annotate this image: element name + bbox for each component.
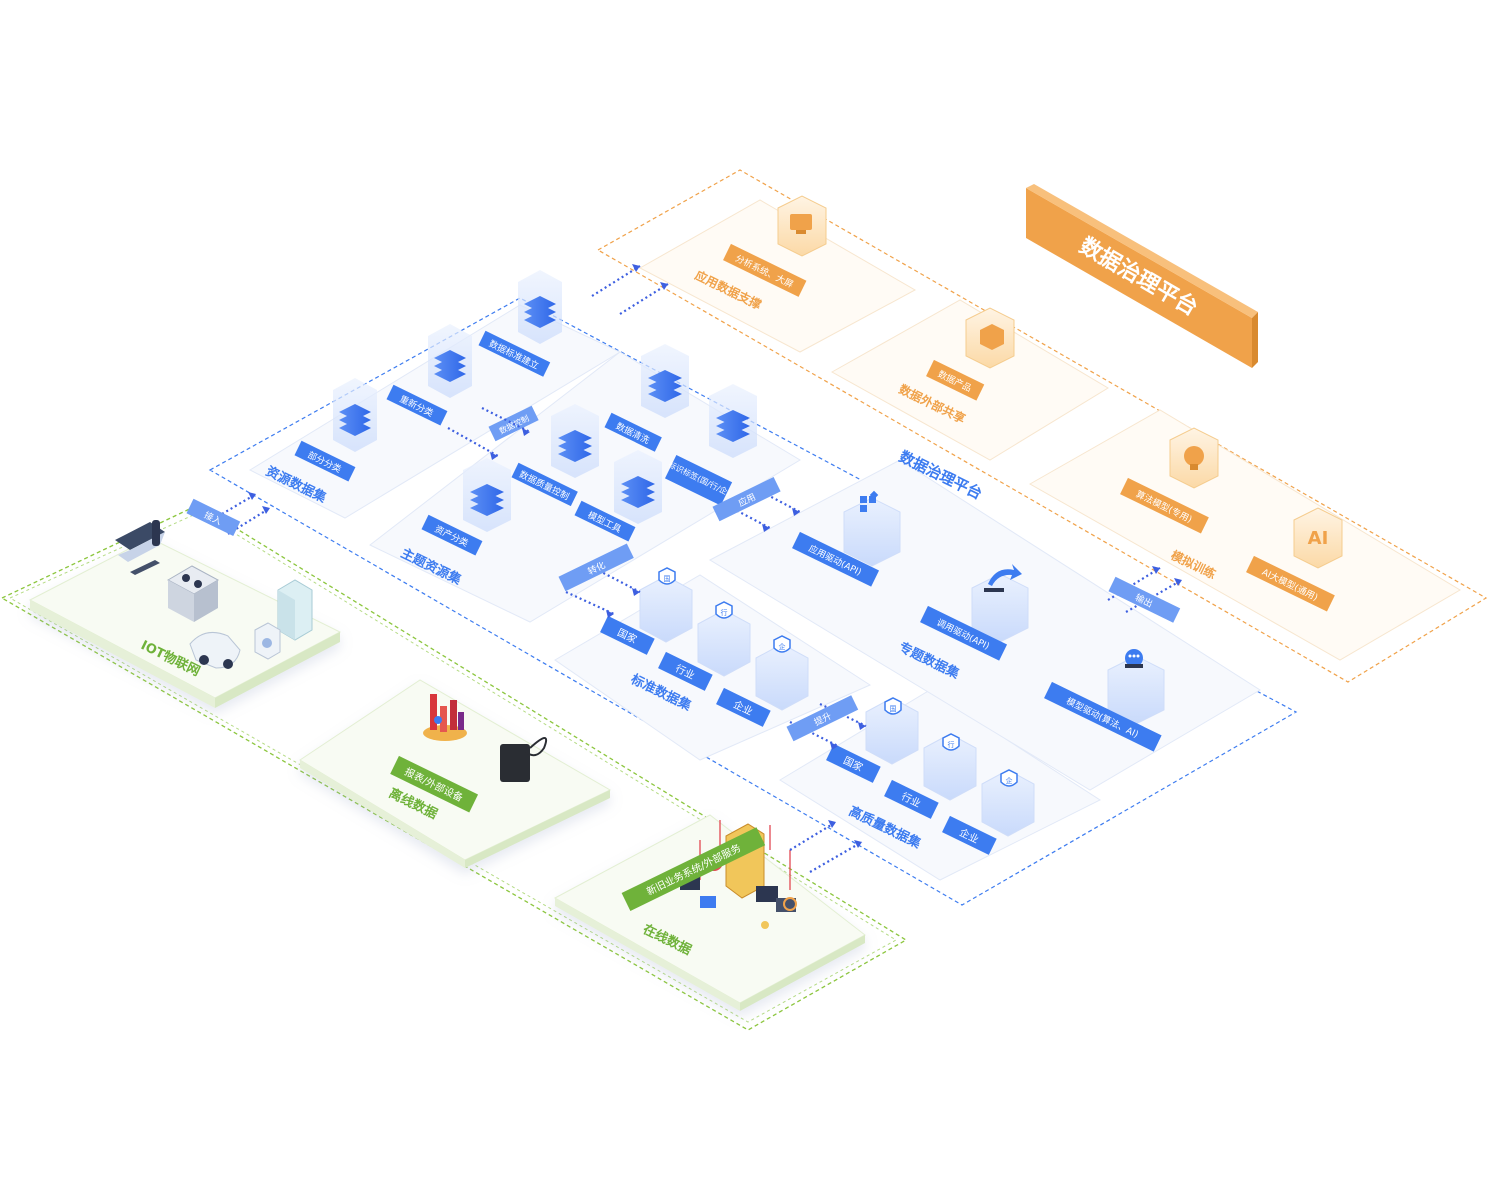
shield-icon: 国 xyxy=(884,697,902,715)
standard-cube-2 xyxy=(697,609,751,677)
training-cube-2 xyxy=(1293,507,1343,569)
hq-tag-1 xyxy=(826,743,881,783)
standard-tag-3 xyxy=(716,687,771,727)
resource-stack-1 xyxy=(333,378,377,452)
bar-chart-illustration xyxy=(423,694,467,741)
sharing-tag xyxy=(926,359,985,401)
shield-icon: 国 xyxy=(658,567,676,585)
offline-tag xyxy=(390,755,479,813)
resource-tag-2 xyxy=(386,384,448,426)
resource-tag-1 xyxy=(294,440,356,482)
topic-tag-2 xyxy=(511,462,578,507)
product-icon xyxy=(980,324,1004,350)
training-tag-2 xyxy=(1246,555,1335,612)
svg-text:企: 企 xyxy=(779,642,786,651)
model-brain-icon xyxy=(1125,649,1143,668)
standard-tag-2 xyxy=(658,651,713,691)
resource-stack-2 xyxy=(428,324,472,398)
shield-icon: 企 xyxy=(773,635,791,653)
standard-tag-1 xyxy=(600,615,655,655)
ai-icon: AI xyxy=(1308,528,1329,549)
svg-text:企: 企 xyxy=(1006,776,1013,785)
resource-tag-3 xyxy=(478,330,551,377)
apps-icon xyxy=(860,490,879,512)
connector-apply xyxy=(712,477,781,522)
title-banner: 数据治理平台 xyxy=(1026,184,1258,368)
source-area: IOT物联网 报表/外部设备 离线数据 xyxy=(0,504,908,1031)
online-tag xyxy=(621,827,766,911)
topic-stack-3 xyxy=(709,384,757,458)
shield-icon: 行 xyxy=(942,733,960,751)
offline-plate xyxy=(299,679,612,868)
resource-stack-3 xyxy=(518,270,562,344)
special-tag-2 xyxy=(920,605,1008,661)
connector-output xyxy=(1108,576,1181,623)
hq-tag-2 xyxy=(884,779,939,819)
connector-refine xyxy=(786,695,859,742)
svg-text:国: 国 xyxy=(890,705,897,713)
algorithm-icon xyxy=(1184,446,1204,470)
special-cube-1 xyxy=(843,497,901,567)
svg-text:行: 行 xyxy=(948,740,955,749)
connector-ingest xyxy=(186,498,241,536)
online-plate xyxy=(553,814,866,1011)
iot-devices-illustration xyxy=(115,520,313,669)
training-tag-1 xyxy=(1120,477,1209,534)
topic-stack-5 xyxy=(614,450,662,524)
svg-text:国: 国 xyxy=(664,575,671,583)
topic-tag-3 xyxy=(664,455,733,506)
support-tag xyxy=(723,243,807,297)
special-tag-1 xyxy=(792,531,880,587)
shield-icon: 企 xyxy=(1000,769,1018,787)
topic-tag-6 xyxy=(574,500,636,542)
topic-stack-2 xyxy=(641,344,689,418)
hq-tag-3 xyxy=(942,815,997,855)
svg-text:行: 行 xyxy=(721,608,728,617)
iot-plate xyxy=(28,537,342,708)
special-tag-3 xyxy=(1044,681,1162,752)
share-arrow-icon xyxy=(984,564,1022,592)
standard-cube-1 xyxy=(639,575,693,643)
connector-convert xyxy=(558,543,634,592)
standard-cube-3 xyxy=(755,643,809,711)
application-area: AI 分析系统、大屏 应用数据支撑 数据产品 数据外部共享 算法模型(专用) A… xyxy=(596,169,1488,683)
arrowheads xyxy=(248,264,1182,848)
training-plate xyxy=(1028,409,1461,661)
topic-tag-4 xyxy=(421,514,483,556)
topic-stack-4 xyxy=(463,458,511,532)
shield-icon: 行 xyxy=(715,601,733,619)
dashboard-icon xyxy=(790,214,812,234)
topic-tag-1 xyxy=(604,412,662,452)
external-drive-illustration xyxy=(500,737,548,782)
topic-stack-1 xyxy=(551,404,599,478)
